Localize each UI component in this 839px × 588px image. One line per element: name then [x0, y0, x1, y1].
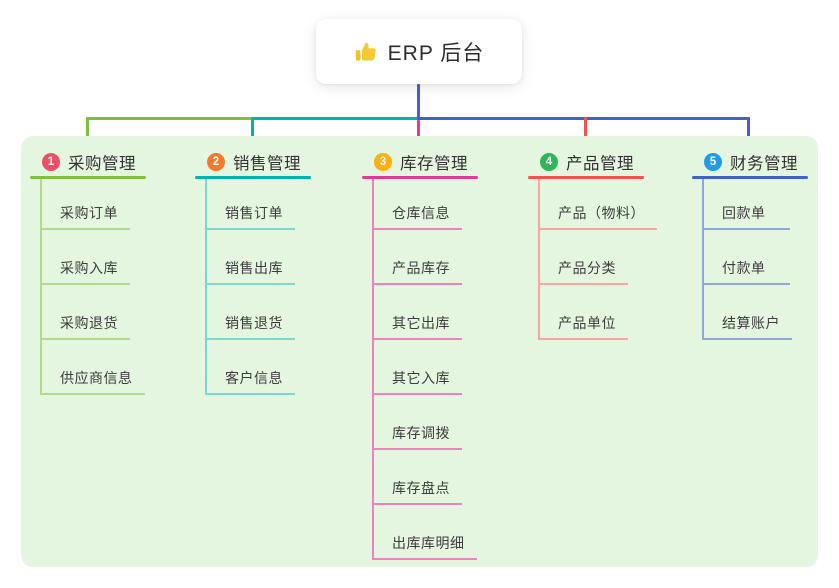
tree-item: 销售退货 [207, 285, 295, 340]
branch-number-badge: 1 [42, 152, 60, 171]
branch-header[interactable]: 5 财务管理 [692, 149, 808, 174]
branch-1: 1 采购管理 采购订单 采购入库 采购退货 供应商信息 [30, 149, 146, 395]
branch-header[interactable]: 3 库存管理 [362, 149, 478, 174]
tree-item-label[interactable]: 采购入库 [42, 230, 130, 285]
connector-drop-finance [747, 117, 750, 151]
branch-5: 5 财务管理 回款单 付款单 结算账户 [692, 149, 808, 340]
branch-label: 库存管理 [400, 154, 468, 173]
tree-item-label[interactable]: 产品库存 [374, 230, 462, 285]
tree-item-label[interactable]: 产品单位 [540, 285, 628, 340]
tree-item: 供应商信息 [42, 340, 145, 395]
tree-item-label[interactable]: 采购订单 [42, 179, 130, 230]
tree-item: 销售出库 [207, 230, 295, 285]
branch-number-badge: 4 [540, 152, 558, 171]
tree-item-label[interactable]: 销售退货 [207, 285, 295, 340]
tree-item: 其它入库 [374, 340, 477, 395]
tree-item: 库存盘点 [374, 450, 477, 505]
tree-item-label[interactable]: 销售出库 [207, 230, 295, 285]
branch-4: 4 产品管理 产品（物料） 产品分类 产品单位 [528, 149, 657, 340]
connector-drop-inventory [417, 120, 420, 150]
tree-item-label[interactable]: 付款单 [704, 230, 790, 285]
tree-item-label[interactable]: 其它入库 [374, 340, 462, 395]
tree-item: 回款单 [704, 179, 792, 230]
tree-item: 采购退货 [42, 285, 145, 340]
tree-item: 产品分类 [540, 230, 657, 285]
branch-3: 3 库存管理 仓库信息 产品库存 其它出库 其它入库 库存调拨 库存盘点 出库库… [362, 149, 478, 560]
branch-label: 销售管理 [233, 154, 301, 173]
tree-item: 客户信息 [207, 340, 295, 395]
tree-item-label[interactable]: 产品分类 [540, 230, 628, 285]
tree-item-label[interactable]: 供应商信息 [42, 340, 145, 395]
tree-item-label[interactable]: 产品（物料） [540, 179, 657, 230]
tree-item: 销售订单 [207, 179, 295, 230]
tree-item: 付款单 [704, 230, 792, 285]
branch-label: 采购管理 [68, 154, 136, 173]
connector-drop-purchase [86, 117, 89, 148]
connector-bus-finance [417, 117, 750, 120]
branch-number-badge: 2 [207, 152, 225, 171]
branch-items: 采购订单 采购入库 采购退货 供应商信息 [40, 179, 145, 395]
branch-items: 产品（物料） 产品分类 产品单位 [538, 179, 657, 340]
branch-items: 回款单 付款单 结算账户 [702, 179, 792, 340]
branch-label: 财务管理 [730, 154, 798, 173]
tree-item: 库存调拨 [374, 395, 477, 450]
tree-item: 产品（物料） [540, 179, 657, 230]
tree-item: 产品单位 [540, 285, 657, 340]
branch-underline [30, 176, 146, 179]
tree-item-label[interactable]: 销售订单 [207, 179, 295, 230]
tree-item-label[interactable]: 库存盘点 [374, 450, 462, 505]
branch-underline [692, 176, 808, 179]
connector-root-stem [417, 84, 420, 119]
branch-header[interactable]: 4 产品管理 [528, 149, 644, 174]
tree-item-label[interactable]: 回款单 [704, 179, 790, 230]
branch-items: 销售订单 销售出库 销售退货 客户信息 [205, 179, 295, 395]
tree-item: 仓库信息 [374, 179, 477, 230]
branch-items: 仓库信息 产品库存 其它出库 其它入库 库存调拨 库存盘点 出库库明细 [372, 179, 477, 560]
tree-item-label[interactable]: 客户信息 [207, 340, 295, 395]
branch-label: 产品管理 [566, 154, 634, 173]
branch-header[interactable]: 2 销售管理 [195, 149, 311, 174]
map-container [21, 136, 818, 567]
branch-underline [362, 176, 478, 179]
connector-drop-sales [251, 117, 254, 148]
branch-number-badge: 5 [704, 152, 722, 171]
tree-item-label[interactable]: 采购退货 [42, 285, 130, 340]
tree-item-label[interactable]: 出库库明细 [374, 505, 477, 560]
root-title: ERP 后台 [387, 41, 485, 65]
root-node[interactable]: ERP 后台 [316, 19, 522, 84]
tree-item: 其它出库 [374, 285, 477, 340]
tree-item: 产品库存 [374, 230, 477, 285]
connector-bus-sales [251, 117, 419, 120]
tree-item: 结算账户 [704, 285, 792, 340]
branch-2: 2 销售管理 销售订单 销售出库 销售退货 客户信息 [195, 149, 311, 395]
branch-header[interactable]: 1 采购管理 [30, 149, 146, 174]
branch-number-badge: 3 [374, 152, 392, 171]
tree-item-label[interactable]: 仓库信息 [374, 179, 462, 230]
connector-drop-product [584, 117, 587, 147]
tree-item-label[interactable]: 结算账户 [704, 285, 792, 340]
tree-item: 采购订单 [42, 179, 145, 230]
connector-bus-purchase [86, 117, 254, 120]
branch-underline [528, 176, 644, 179]
branch-underline [195, 176, 311, 179]
thumbs-up-icon [355, 42, 376, 60]
tree-item: 出库库明细 [374, 505, 477, 560]
tree-item-label[interactable]: 其它出库 [374, 285, 462, 340]
tree-item: 采购入库 [42, 230, 145, 285]
tree-item-label[interactable]: 库存调拨 [374, 395, 462, 450]
